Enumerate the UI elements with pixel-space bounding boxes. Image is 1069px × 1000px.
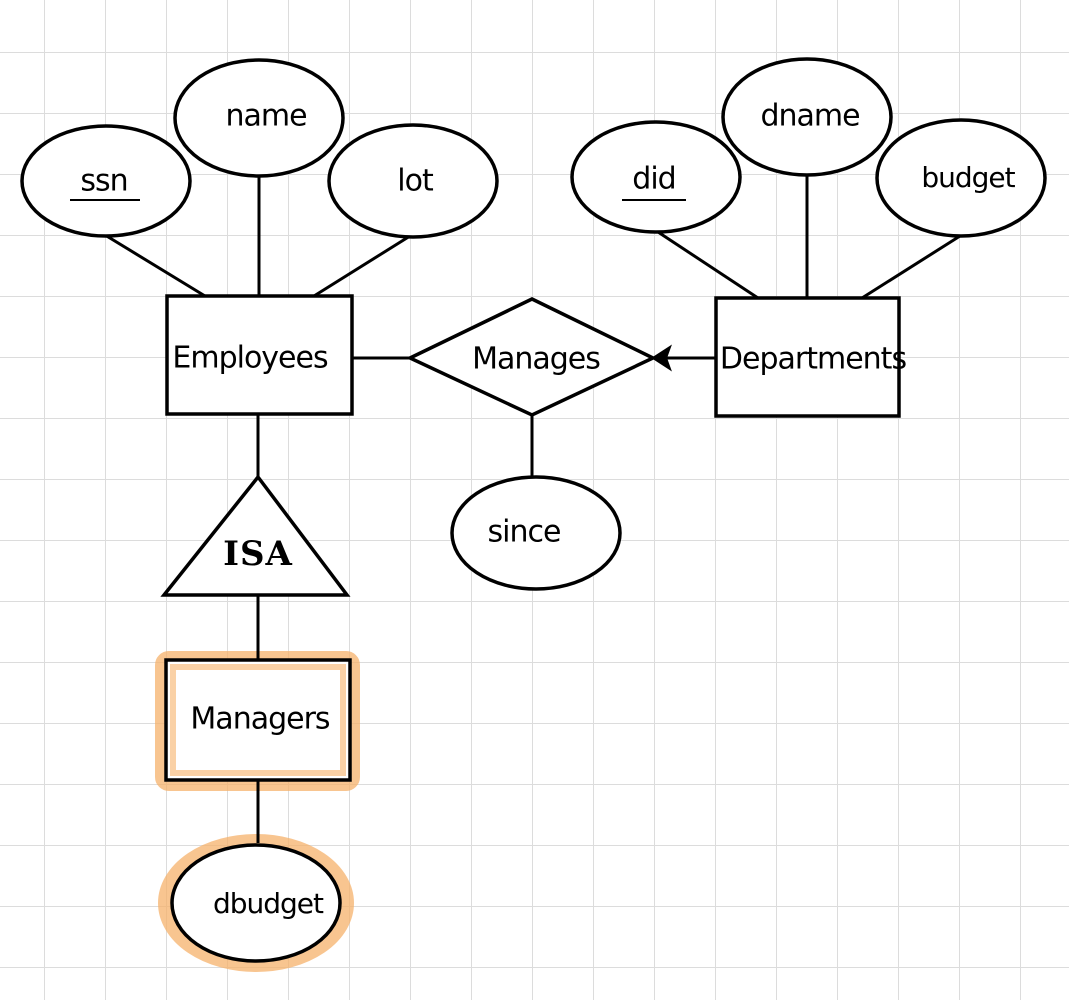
attr-did[interactable] [570, 120, 742, 234]
attr-dname[interactable] [721, 57, 893, 177]
attr-ssn[interactable] [20, 124, 192, 238]
edge-budget-departments [861, 234, 961, 300]
attr-lot-label: lot [397, 164, 434, 199]
entity-managers-inner-tint [170, 664, 346, 776]
entity-employees[interactable] [165, 294, 354, 416]
relationship-manages[interactable] [405, 297, 658, 417]
entity-managers[interactable] [164, 658, 352, 782]
dbudget-highlight [158, 834, 354, 972]
entity-employees-label: Employees [172, 341, 328, 376]
entity-managers-label: Managers [190, 702, 329, 737]
attr-ssn-label: ssn [80, 164, 127, 199]
relationship-manages-label: Manages [472, 342, 600, 377]
attr-since[interactable] [450, 475, 622, 591]
attr-dbudget[interactable] [170, 843, 342, 963]
entity-departments-label: Departments [720, 342, 907, 377]
entity-departments[interactable] [714, 296, 901, 418]
edge-did-departments [657, 230, 759, 300]
attr-budget-label: budget [921, 161, 1015, 194]
edge-ssn-employees [104, 233, 206, 298]
attr-did-label: did [632, 162, 675, 197]
attr-dbudget-label: dbudget [213, 887, 324, 920]
attr-lot[interactable] [327, 123, 499, 239]
attr-budget[interactable] [875, 118, 1047, 238]
attr-dname-label: dname [760, 99, 859, 134]
attr-name[interactable] [173, 58, 345, 178]
edge-lot-employees [313, 234, 411, 298]
attr-name-label: name [225, 99, 306, 134]
key-constraint-arrow-icon [651, 344, 672, 372]
attr-since-label: since [488, 515, 561, 550]
isa-hierarchy[interactable] [160, 474, 351, 597]
isa-label: ISA [223, 534, 293, 574]
